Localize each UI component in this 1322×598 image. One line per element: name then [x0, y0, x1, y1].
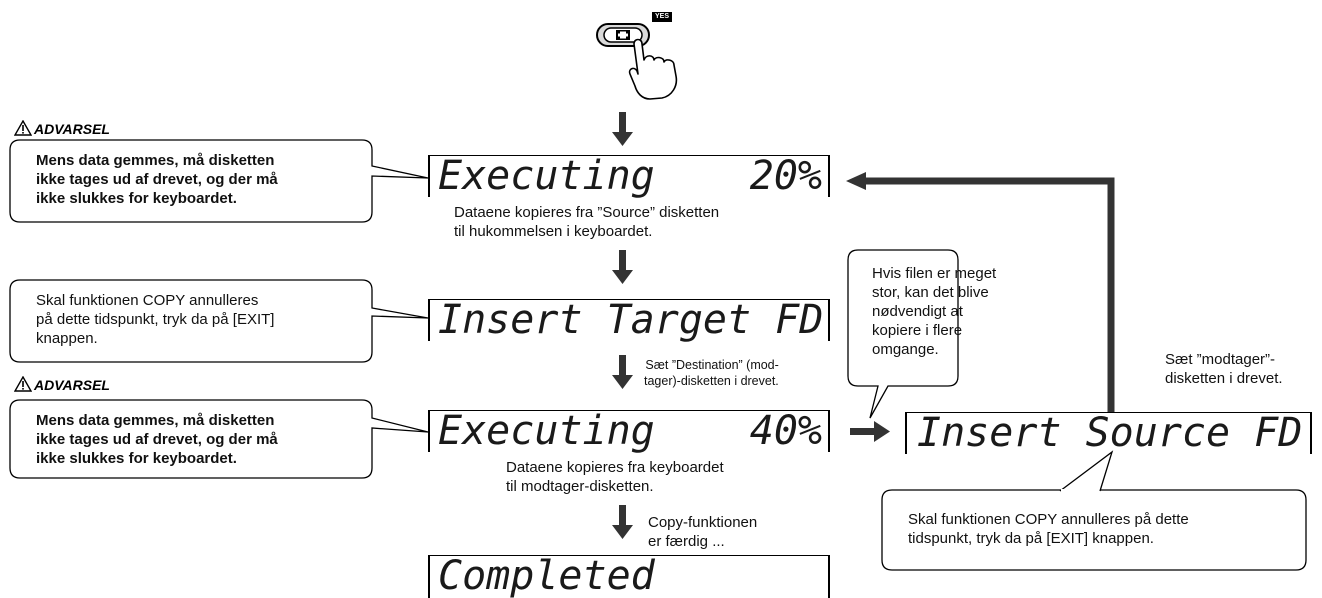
lcd-percent: 20%	[749, 153, 822, 199]
warning-text-1: Mens data gemmes, må disketten ikke tage…	[36, 151, 278, 208]
cancel-note-line: på dette tidspunkt, tryk da på [EXIT]	[36, 311, 275, 328]
caption-line: tager)-disketten i drevet.	[644, 374, 779, 388]
note-line: nødvendigt at	[872, 303, 963, 320]
yes-label: YES	[654, 13, 669, 20]
caption-line: er færdig ...	[648, 533, 725, 550]
warning-line: ikke tages ud af drevet, og der må	[36, 431, 278, 448]
warning-line: ikke slukkes for keyboardet.	[36, 450, 237, 467]
warning-line: ikke slukkes for keyboardet.	[36, 190, 237, 207]
warning-triangle-icon	[14, 376, 32, 392]
caption-line: disketten i drevet.	[1165, 370, 1283, 387]
warning-header-2: ADVARSEL	[14, 376, 110, 393]
callout-shapes	[9, 139, 1307, 571]
plus-button-illustration	[596, 12, 678, 100]
warning-label: ADVARSEL	[34, 377, 110, 393]
warning-line: Mens data gemmes, må disketten	[36, 152, 275, 169]
cancel-note-line: Skal funktionen COPY annulleres på dette	[908, 511, 1189, 528]
caption-insert-receiver: Sæt ”modtager”- disketten i drevet.	[1165, 350, 1283, 388]
cancel-note-2: Skal funktionen COPY annulleres på dette…	[908, 510, 1189, 548]
caption-line: Dataene kopieres fra keyboardet	[506, 459, 724, 476]
caption-line: Sæt ”modtager”-	[1165, 351, 1276, 368]
note-line: omgange.	[872, 341, 939, 358]
flow-arrows	[612, 112, 1115, 539]
warning-header-1: ADVARSEL	[14, 120, 110, 137]
note-line: stor, kan det blive	[872, 284, 989, 301]
big-file-note: Hvis filen er meget stor, kan det blive …	[872, 264, 996, 359]
caption-insert-destination: Sæt ”Destination” (mod- tager)-disketten…	[644, 357, 779, 389]
lcd-text: Executing	[438, 408, 655, 454]
caption-done: Copy-funktionen er færdig ...	[648, 513, 757, 551]
caption-line: Copy-funktionen	[648, 514, 758, 531]
caption-line: Sæt ”Destination” (mod-	[645, 358, 779, 372]
lcd-display-insert-target: Insert Target FD	[428, 299, 830, 341]
lcd-display-insert-source: Insert Source FD	[905, 412, 1312, 454]
warning-triangle-icon	[14, 120, 32, 136]
lcd-display-executing-20: Executing 20%	[428, 155, 830, 197]
cancel-note-line: Skal funktionen COPY annulleres	[36, 292, 259, 309]
lcd-display-executing-40: Executing 40%	[428, 410, 830, 452]
warning-line: ikke tages ud af drevet, og der må	[36, 171, 278, 188]
lcd-percent: 40%	[749, 408, 822, 454]
warning-line: Mens data gemmes, må disketten	[36, 412, 275, 429]
cancel-note-line: knappen.	[36, 330, 98, 347]
cancel-note-line: tidspunkt, tryk da på [EXIT] knappen.	[908, 530, 1154, 547]
lcd-text: Completed	[438, 553, 655, 598]
lcd-text: Executing	[438, 153, 655, 199]
caption-line: til modtager-disketten.	[506, 478, 654, 495]
warning-label: ADVARSEL	[34, 121, 110, 137]
caption-exec1: Dataene kopieres fra ”Source” disketten …	[454, 203, 719, 241]
warning-text-2: Mens data gemmes, må disketten ikke tage…	[36, 411, 278, 468]
lcd-text: Insert Source FD	[917, 410, 1303, 456]
caption-exec2: Dataene kopieres fra keyboardet til modt…	[506, 458, 724, 496]
cancel-note: Skal funktionen COPY annulleres på dette…	[36, 291, 274, 348]
note-line: kopiere i flere	[872, 322, 963, 339]
lcd-text: Insert Target FD	[438, 297, 824, 343]
lcd-display-completed: Completed	[428, 555, 830, 598]
note-line: Hvis filen er meget	[872, 265, 997, 282]
caption-line: til hukommelsen i keyboardet.	[454, 223, 653, 240]
caption-line: Dataene kopieres fra ”Source” disketten	[454, 204, 720, 221]
